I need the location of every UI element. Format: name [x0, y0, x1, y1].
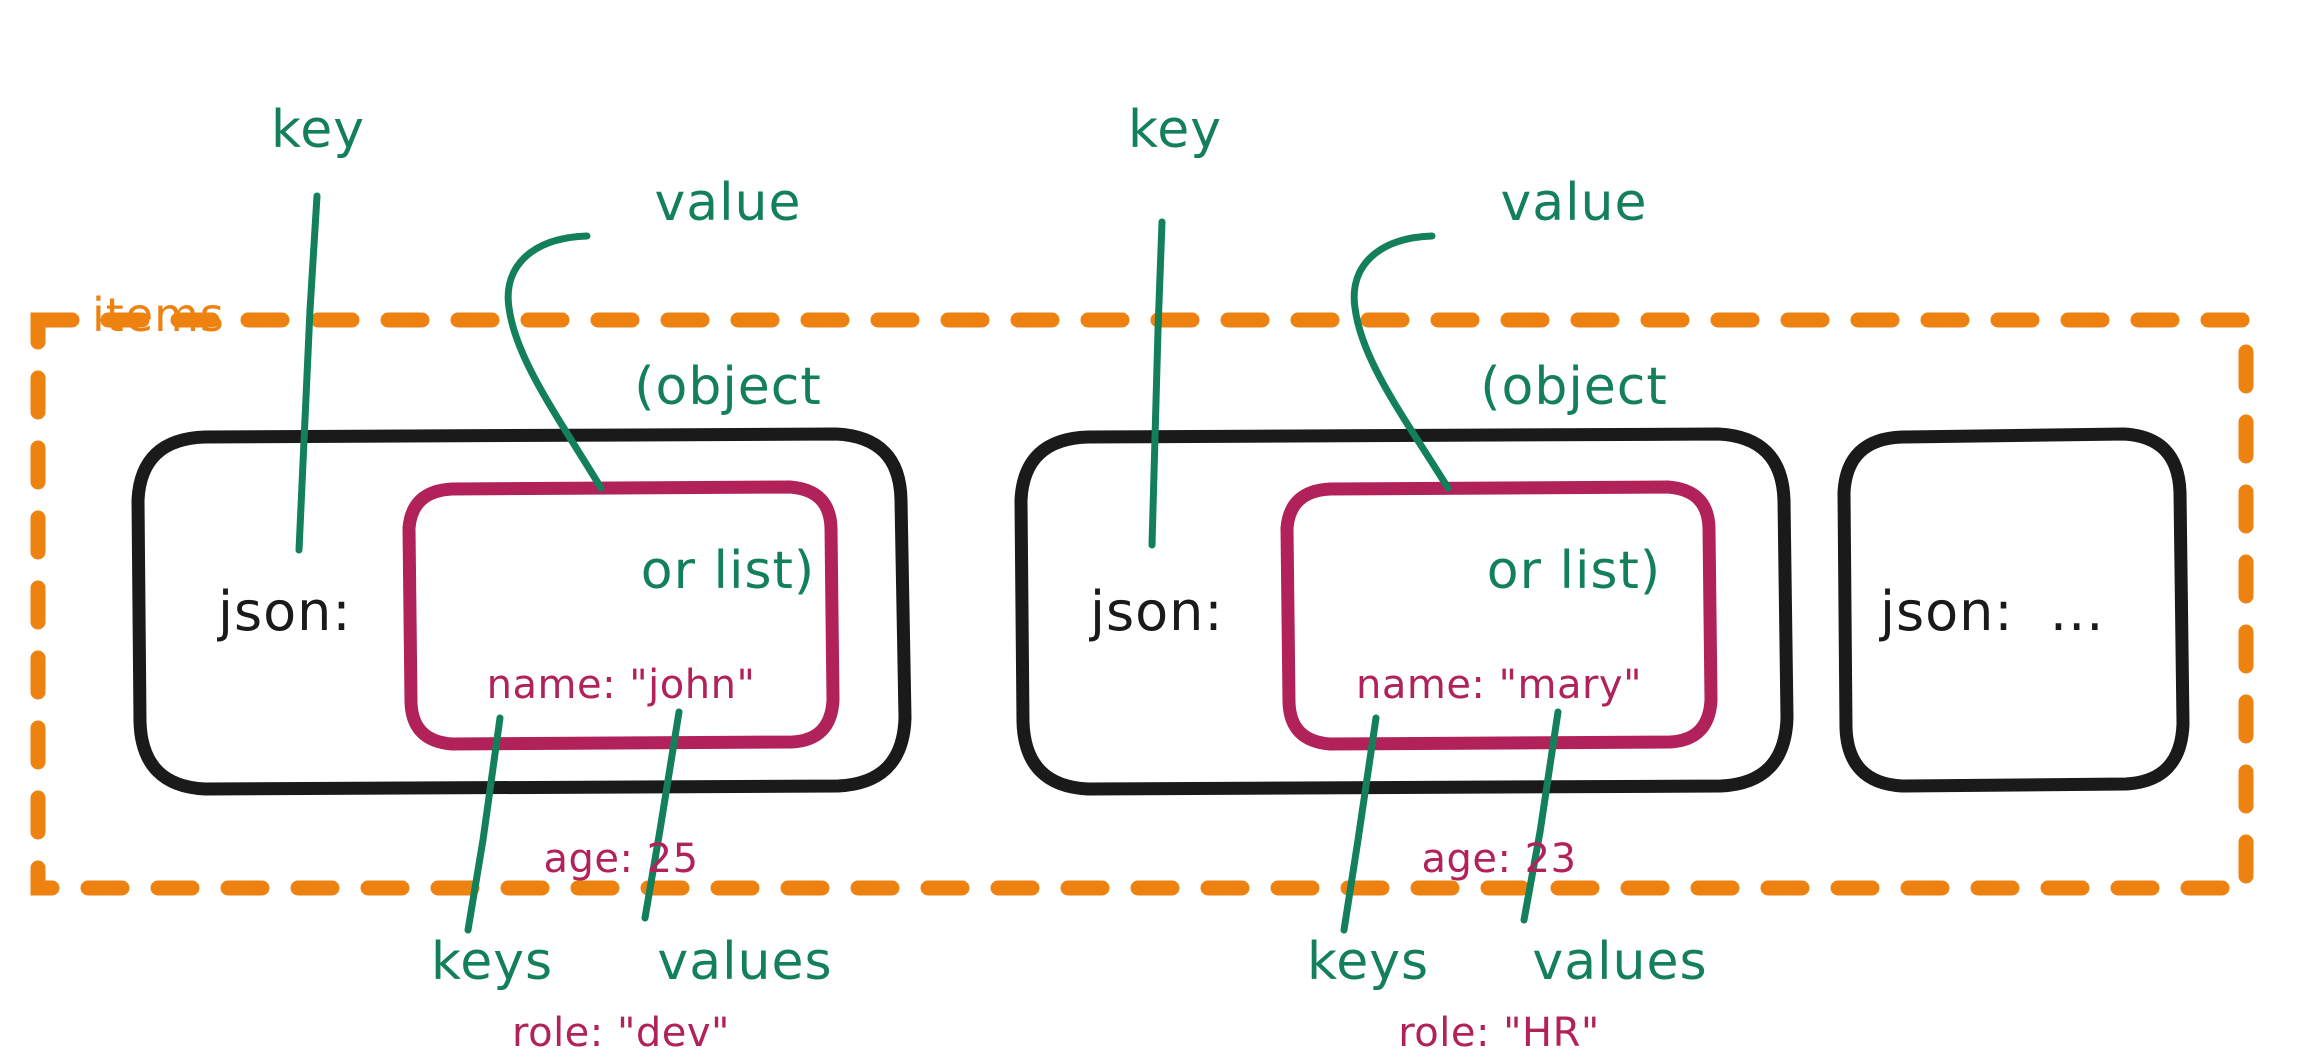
leader-values-2	[1520, 708, 1562, 924]
leader-keys-1	[464, 714, 504, 934]
card-3-outline	[1837, 427, 2190, 793]
leader-keys-2	[1340, 714, 1380, 934]
leader-values-1	[641, 708, 683, 922]
card-2-object-outline	[1280, 480, 1718, 751]
leader-lines-group-1	[295, 192, 683, 934]
leader-value-1	[504, 232, 605, 492]
leader-lines-group-2	[1148, 218, 1562, 934]
card-1-object-outline	[402, 480, 840, 751]
leader-key-2	[1148, 218, 1166, 549]
items-container-border	[30, 312, 2254, 896]
leader-key-1	[295, 192, 321, 554]
leader-value-2	[1350, 232, 1452, 492]
